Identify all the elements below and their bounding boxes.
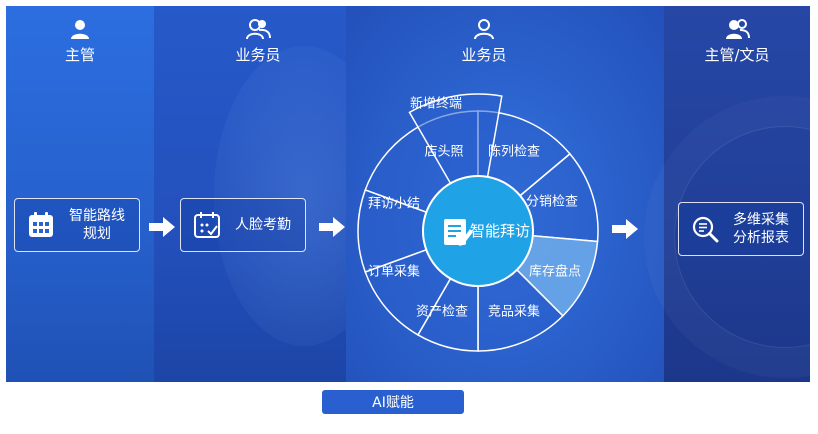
user-icon — [474, 19, 494, 40]
analysis-report-box[interactable]: 多维采集 分析报表 — [678, 202, 804, 256]
calendar-icon — [29, 212, 53, 237]
document-edit-icon — [444, 219, 473, 246]
ai-empower-label: AI赋能 — [372, 395, 414, 411]
analysis-report-label: 多维采集 分析报表 — [733, 212, 789, 246]
role-header-salesman-2: 业务员 — [424, 18, 544, 65]
search-report-icon — [692, 216, 719, 243]
wheel-segment-label: 竞品采集 — [488, 304, 540, 320]
arrow-right-icon — [612, 219, 638, 239]
role-label: 业务员 — [461, 46, 507, 64]
face-attendance-box[interactable]: 人脸考勤 — [180, 198, 306, 252]
wheel-segment-label: 新增终端 — [410, 96, 462, 112]
role-header-supervisor: 主管 — [20, 18, 140, 65]
route-planning-label: 智能路线 规划 — [69, 208, 125, 242]
face-attendance-label: 人脸考勤 — [235, 217, 291, 233]
users-icon — [726, 19, 750, 39]
role-label: 业务员 — [235, 46, 281, 64]
column-supervisor — [6, 6, 154, 382]
wheel-segment-label: 订单采集 — [368, 264, 420, 280]
wheel-center[interactable] — [422, 175, 534, 287]
column-supervisor-clerk — [664, 6, 810, 382]
arrow-right-icon — [149, 217, 175, 237]
role-header-salesman-1: 业务员 — [198, 18, 318, 65]
wheel-segment-label: 库存盘点 — [529, 264, 581, 280]
wheel-segment-label: 店头照 — [424, 145, 463, 160]
wheel-center-content: 智能拜访 — [444, 219, 530, 246]
wheel-segment-label: 陈列检查 — [488, 144, 540, 160]
route-planning-box[interactable]: 智能路线 规划 — [14, 198, 140, 252]
user-icon — [71, 20, 89, 39]
role-label: 主管/文员 — [704, 46, 770, 64]
wheel-center-label: 智能拜访 — [470, 222, 530, 240]
role-label: 主管 — [64, 46, 95, 64]
face-calendar-icon — [194, 212, 220, 238]
role-header-supervisor-clerk: 主管/文员 — [677, 18, 797, 65]
wheel-segment-label: 拜访小结 — [368, 197, 420, 212]
users-icon — [246, 19, 271, 40]
wheel-segment-label: 分销检查 — [526, 195, 578, 210]
diagram-stage: 主管 业务员 业务员 主管/文员 — [6, 6, 810, 382]
arrow-right-icon — [319, 217, 345, 237]
ai-empower-badge: AI赋能 — [322, 390, 464, 414]
wheel-segment-label: 资产检查 — [416, 305, 468, 320]
